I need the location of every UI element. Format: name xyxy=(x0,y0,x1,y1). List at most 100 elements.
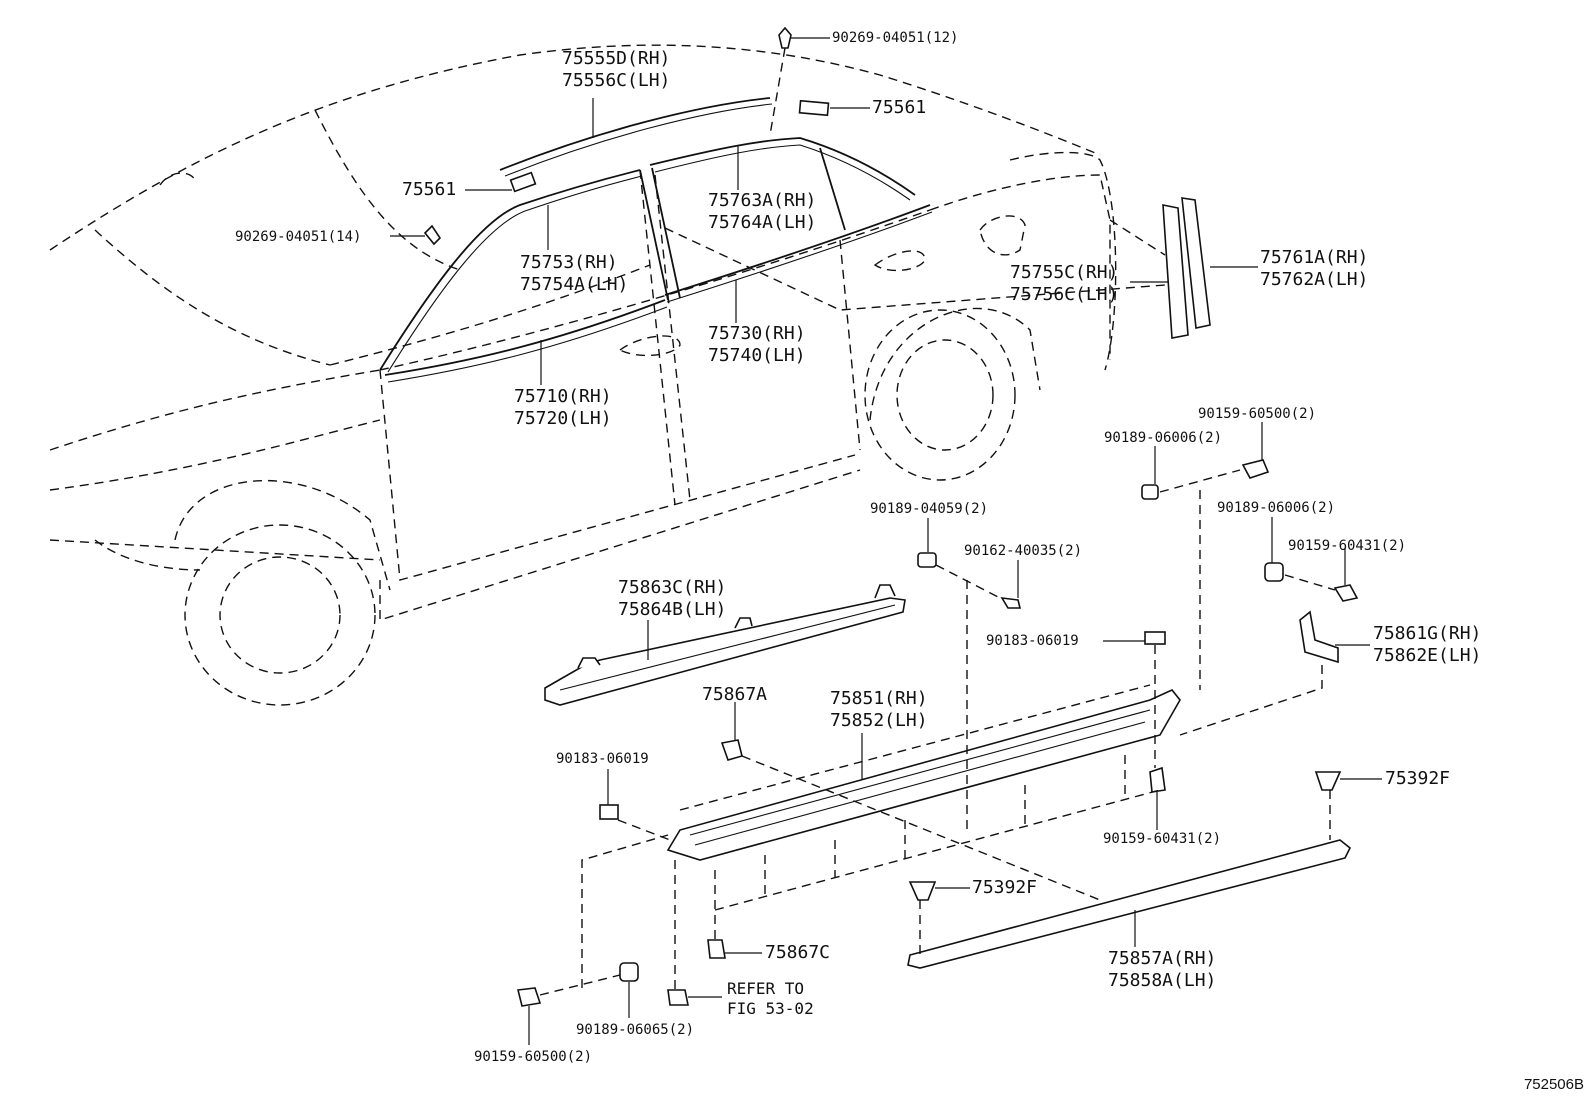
rear-belt-molding xyxy=(664,204,931,296)
nut-90189-b xyxy=(917,552,937,568)
car-outline xyxy=(49,44,1117,706)
front-belt-molding xyxy=(384,299,666,376)
clip-75392f-a xyxy=(1314,771,1342,791)
callout-90189-06006-a: 90189-06006(2) xyxy=(1104,430,1223,446)
clip-90183-b xyxy=(599,804,619,820)
al-21 xyxy=(764,755,1126,895)
callout-75753: 75753(RH)75754A(LH) xyxy=(520,252,629,295)
bolt-90159-b xyxy=(1333,584,1359,602)
bolt-90159-c xyxy=(1149,766,1166,793)
roof-line xyxy=(49,44,1101,251)
rocker-cover-upper-rib xyxy=(559,604,896,691)
callout-75392f-b: 75392F xyxy=(972,877,1038,898)
callout-90269-04051-12: 90269-04051(12) xyxy=(832,30,959,46)
a-pillar-line xyxy=(314,109,461,271)
tab-2 xyxy=(734,617,753,629)
rocker-line xyxy=(379,469,861,621)
tab-1 xyxy=(577,657,601,669)
callout-75761a: 75761A(RH)75762A(LH) xyxy=(1260,247,1369,290)
front-arch xyxy=(174,480,391,591)
front-lower xyxy=(94,539,201,571)
moldings xyxy=(379,97,1211,383)
rear-handle xyxy=(873,250,926,272)
tab-3 xyxy=(874,584,896,599)
callout-75867a: 75867A xyxy=(702,684,768,705)
belt-line xyxy=(379,209,931,371)
roof-clip-rear xyxy=(798,99,830,117)
rear-arch xyxy=(869,307,1041,421)
door-seam xyxy=(654,174,691,501)
roof-molding-inner xyxy=(504,103,773,177)
callout-75867c: 75867C xyxy=(765,942,831,963)
callout-90159-60431-top: 90159-60431(2) xyxy=(1288,538,1407,554)
clip-75867a xyxy=(720,739,743,761)
al-1 xyxy=(769,47,786,136)
leader-lines xyxy=(390,37,1382,1045)
rear-hub xyxy=(896,339,994,451)
rear-pillar-molding xyxy=(819,147,846,231)
callout-75555d: 75555D(RH)75556C(LH) xyxy=(562,48,671,91)
callout-90159-60500-bottom: 90159-60500(2) xyxy=(474,1049,593,1065)
nut-90189-d xyxy=(619,962,639,982)
rear-window-frame xyxy=(649,137,916,196)
front-handle xyxy=(618,335,681,357)
rear-quarter xyxy=(929,174,1111,360)
callout-90159-60500-top: 90159-60500(2) xyxy=(1198,406,1317,422)
callout-75851: 75851(RH)75852(LH) xyxy=(830,688,928,731)
figure-code: 752506B xyxy=(1523,1076,1584,1093)
callout-90189-04059: 90189-04059(2) xyxy=(870,501,989,517)
callout-75730: 75730(RH)75740(LH) xyxy=(708,323,806,366)
callout-75863c: 75863C(RH)75864B(LH) xyxy=(618,577,727,620)
b-pillar-molding xyxy=(639,167,681,301)
lower-strip xyxy=(907,839,1352,969)
clip-90269-top xyxy=(778,26,792,49)
alignment-lines xyxy=(539,47,1336,996)
callout-90183-06019-a: 90183-06019 xyxy=(986,633,1079,649)
callout-75857a: 75857A(RH)75858A(LH) xyxy=(1108,948,1217,991)
callout-90183-06019-b: 90183-06019 xyxy=(556,751,649,767)
callout-90269-04051-14: 90269-04051(14) xyxy=(235,229,362,245)
nut-90189-a xyxy=(1141,484,1159,500)
front-wheel xyxy=(184,524,376,706)
rocker-parts xyxy=(544,584,1352,969)
callout-90159-60431-bottom: 90159-60431(2) xyxy=(1103,831,1222,847)
roof-clip-front xyxy=(509,171,537,193)
door-seam-front xyxy=(639,169,676,506)
trunk-line xyxy=(1009,151,1117,371)
callout-90189-06065: 90189-06065(2) xyxy=(576,1022,695,1038)
front-hub xyxy=(219,556,341,674)
clip-90183-a xyxy=(1144,631,1166,645)
bolt-90159-a xyxy=(1241,459,1270,479)
bolt-90159-d xyxy=(517,987,542,1007)
nut-90189-c xyxy=(1264,562,1284,582)
callout-75561-front: 75561 xyxy=(402,179,457,200)
fuel-door xyxy=(979,215,1026,256)
bolt-ref xyxy=(667,989,689,1006)
hood-rear-line xyxy=(329,264,651,366)
al-4 xyxy=(1159,469,1241,493)
al-3 xyxy=(1109,219,1166,256)
rocker-rib-2 xyxy=(694,721,1146,846)
windshield-base xyxy=(94,229,331,366)
mirror xyxy=(159,172,196,186)
al-6 xyxy=(935,564,1001,599)
clip-75392f-b xyxy=(908,881,937,901)
body-lower-line xyxy=(379,369,856,581)
callout-90162-40035: 90162-40035(2) xyxy=(964,543,1083,559)
al-9 xyxy=(1179,665,1323,736)
front-window-frame xyxy=(379,169,641,371)
al-8 xyxy=(1284,574,1336,591)
al-14 xyxy=(539,974,621,996)
rear-belt-molding-inner xyxy=(666,211,933,303)
clip-75867c xyxy=(707,939,726,959)
quarter-garnish-a xyxy=(1162,204,1189,339)
rear-window-frame-inner xyxy=(654,144,911,201)
callout-75763a: 75763A(RH)75764A(LH) xyxy=(708,190,817,233)
al-13 xyxy=(581,834,669,988)
retainer-bracket xyxy=(1299,610,1339,664)
fasteners xyxy=(423,26,1359,1007)
hood-line xyxy=(49,369,381,451)
front-window-frame-inner xyxy=(387,175,643,373)
